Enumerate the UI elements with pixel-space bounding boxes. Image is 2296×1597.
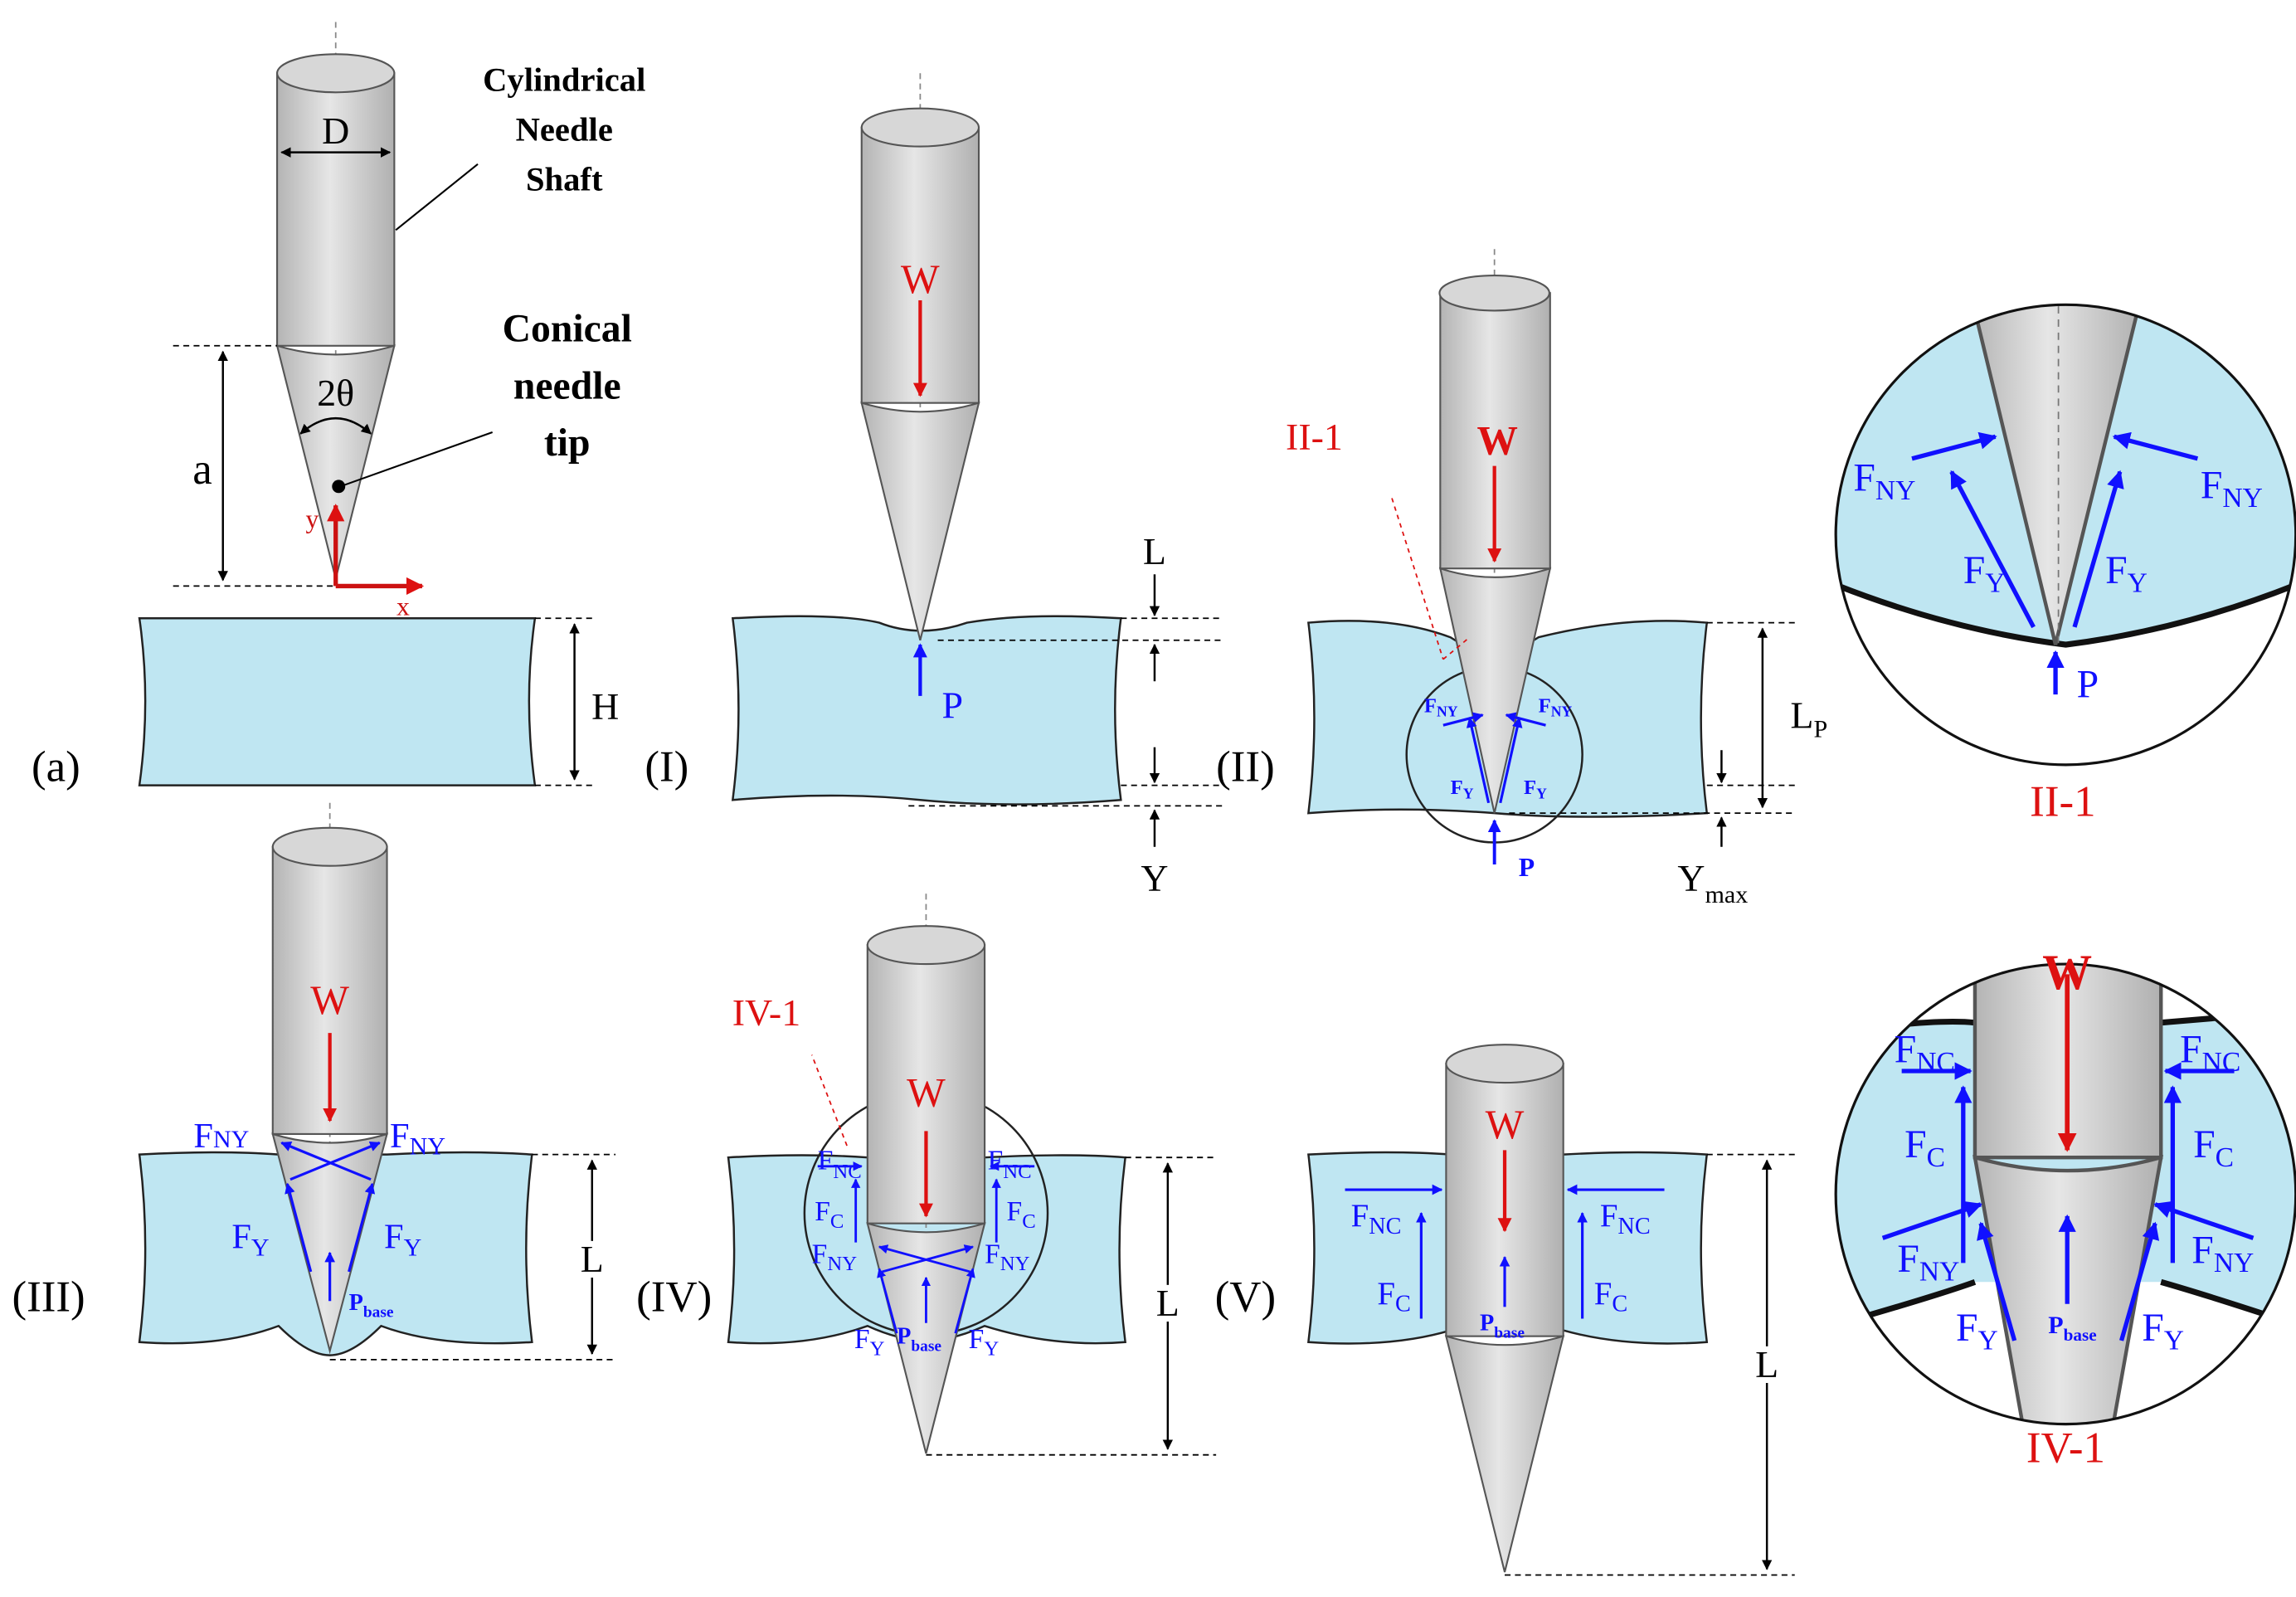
f-y-left-II1: FY	[1963, 549, 2006, 599]
tip-length-label: a	[192, 446, 212, 494]
callout-label-II1: II-1	[1286, 416, 1343, 458]
angle-label: 2θ	[317, 372, 354, 414]
thickness-label: H	[591, 685, 619, 728]
f-ny-left-IV1: FNY	[1897, 1238, 1959, 1288]
dim-L-III: L	[581, 1238, 604, 1280]
needle-cone-III	[271, 1132, 389, 1355]
svg-text:Cylindrical: Cylindrical	[483, 61, 645, 98]
f-y-left-III: FY	[231, 1218, 269, 1262]
f-ny-right-IV: FNY	[985, 1239, 1030, 1275]
f-nc-right-V: FNC	[1600, 1198, 1651, 1239]
f-nc-left-IV: FNC	[818, 1145, 862, 1183]
panel-a: D 2θ a y x Cylindrical Needle Shaft Coni…	[32, 22, 645, 791]
f-c-left-IV: FC	[815, 1196, 844, 1233]
tip-label: Conical needle tip	[503, 307, 632, 465]
f-ny-right-II: FNY	[1539, 694, 1573, 719]
axis-y-label: y	[306, 504, 319, 533]
dim-L-I: L	[1143, 530, 1166, 572]
f-ny-right-II1: FNY	[2201, 464, 2263, 514]
f-c-right-IV1: FC	[2193, 1123, 2234, 1173]
p-base-V: Pbase	[1480, 1311, 1525, 1342]
f-y-left-IV: FY	[854, 1324, 885, 1361]
f-nc-right-IV: FNC	[988, 1145, 1032, 1183]
callout-label-IV1: IV-1	[732, 991, 800, 1034]
panel-II: W II-1 FNY FNY FY FY P LP Ymax (II)	[1216, 249, 1827, 908]
dim-Ymax-II: Ymax	[1677, 857, 1748, 908]
p-base-III: Pbase	[349, 1290, 394, 1322]
caption-IV1: IV-1	[2026, 1424, 2105, 1473]
f-ny-left-II1: FNY	[1853, 457, 1915, 507]
tip-force-P-II: P	[1519, 853, 1535, 882]
panel-IV: W IV-1 FNC FNC FC FC FNY FNY FY FY Pbase…	[636, 893, 1217, 1456]
panel-I-label: (I)	[645, 743, 688, 791]
panel-IV-label: (IV)	[636, 1273, 712, 1322]
inset-IV-1: W FNC FNC FC FC FNY FNY FY FY Pbase IV-1	[1834, 944, 2296, 1473]
needle-cone-V	[1444, 1335, 1565, 1573]
dim-L-IV: L	[1156, 1282, 1180, 1324]
angle-arc	[299, 417, 372, 435]
f-y-right-IV: FY	[969, 1324, 1000, 1361]
f-nc-right-IV1: FNC	[2180, 1028, 2240, 1078]
f-ny-left-II: FNY	[1424, 694, 1458, 719]
f-ny-right-IV1: FNY	[2191, 1229, 2254, 1278]
f-y-right-II1: FY	[2105, 549, 2148, 599]
f-c-left-IV1: FC	[1904, 1123, 1945, 1173]
tissue-block-I	[731, 615, 1122, 806]
panel-a-label: (a)	[32, 743, 80, 791]
panel-I: W P L Y (I)	[645, 73, 1223, 899]
panel-V: W FNC FNC FC FC Pbase L (V)	[1215, 1044, 1795, 1576]
load-W-II: W	[1476, 417, 1517, 463]
f-c-right-V: FC	[1594, 1276, 1627, 1317]
needle-cone-I	[860, 402, 980, 641]
needle-cone-a	[275, 344, 396, 579]
f-nc-left-IV1: FNC	[1895, 1028, 1955, 1078]
f-y-right-III: FY	[384, 1218, 421, 1262]
tip-force-P-I: P	[941, 684, 963, 726]
f-ny-right-III: FNY	[390, 1117, 445, 1161]
load-W-IV: W	[907, 1069, 946, 1115]
f-ny-left-III: FNY	[193, 1117, 249, 1156]
diameter-label: D	[322, 110, 349, 152]
load-W-I: W	[901, 256, 940, 302]
svg-text:needle: needle	[513, 364, 621, 407]
svg-text:tip: tip	[544, 421, 591, 465]
caption-II1: II-1	[2030, 778, 2095, 826]
f-c-left-V: FC	[1377, 1276, 1410, 1317]
svg-text:Needle: Needle	[516, 111, 613, 149]
f-y-left-IV1: FY	[1956, 1307, 1998, 1356]
f-y-right-II: FY	[1524, 777, 1547, 801]
f-nc-left-V: FNC	[1351, 1198, 1402, 1239]
load-W-V: W	[1486, 1102, 1525, 1147]
inset-II-1: FNY FNY FY FY P II-1	[1834, 303, 2296, 826]
svg-text:Shaft: Shaft	[526, 161, 603, 198]
svg-text:Conical: Conical	[503, 307, 632, 350]
dim-Lp-II: LP	[1790, 694, 1827, 743]
dim-L-V: L	[1755, 1343, 1778, 1385]
panel-III-label: (III)	[12, 1273, 85, 1322]
p-base-IV1: Pbase	[2048, 1312, 2096, 1345]
needle-cone-IV	[866, 1222, 986, 1454]
axis-x-label: x	[396, 592, 410, 621]
f-c-right-IV: FC	[1007, 1196, 1036, 1233]
f-y-right-IV1: FY	[2142, 1307, 2184, 1356]
f-ny-left-IV: FNY	[812, 1239, 858, 1275]
needle-cone-II	[1438, 567, 1552, 814]
panel-V-label: (V)	[1215, 1273, 1277, 1322]
panel-II-label: (II)	[1216, 743, 1275, 791]
f-y-left-II: FY	[1451, 777, 1474, 801]
inset-needle-cone-II1	[1968, 304, 2145, 645]
load-W-IV1: W	[2042, 944, 2092, 1000]
tip-force-P-II1: P	[2077, 664, 2099, 707]
load-W-III: W	[310, 977, 349, 1023]
tissue-block-a	[138, 617, 537, 786]
dim-Y-I: Y	[1141, 857, 1168, 899]
panel-III: W FNY FNY FY FY Pbase L (III)	[12, 802, 616, 1361]
needle-shaft-a	[276, 72, 396, 347]
p-base-IV: Pbase	[897, 1323, 941, 1355]
shaft-label: Cylindrical Needle Shaft	[483, 61, 645, 197]
